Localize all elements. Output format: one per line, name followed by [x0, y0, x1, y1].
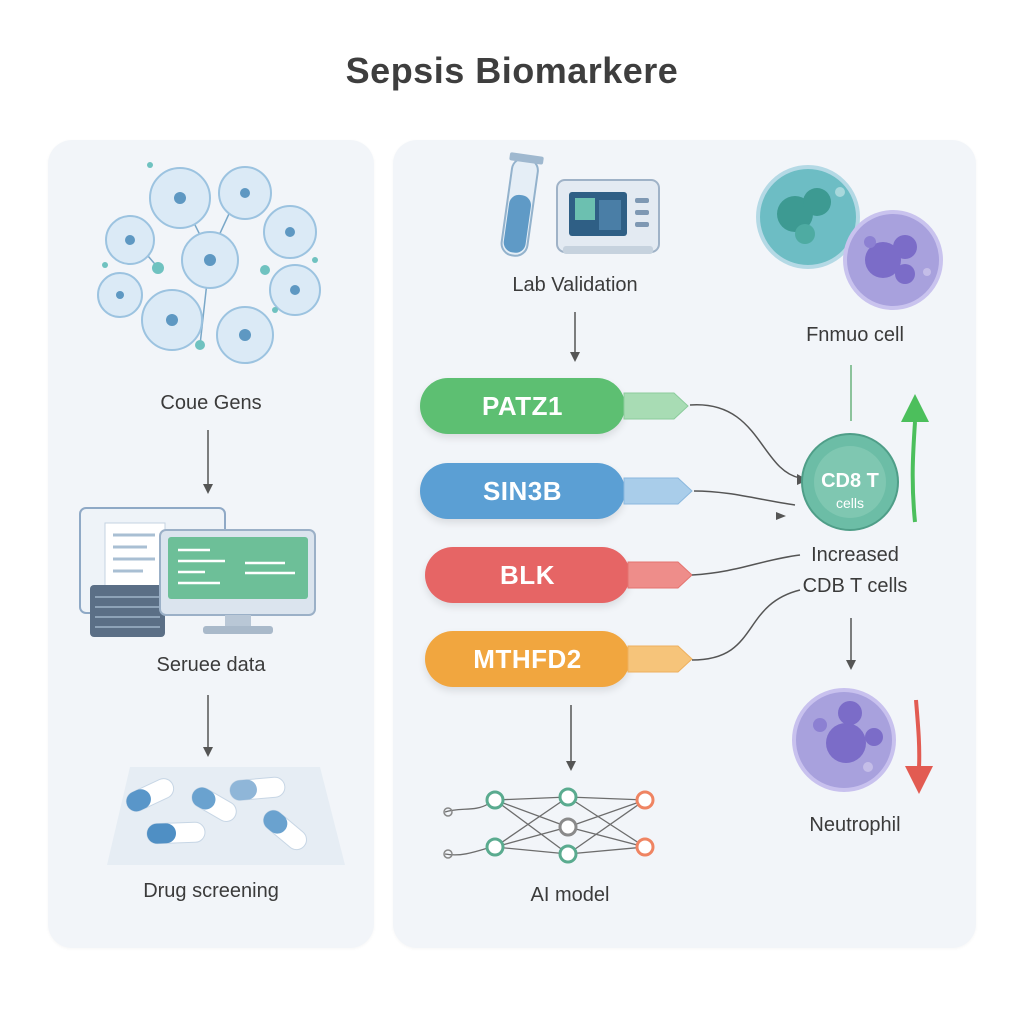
neutrophil-icon	[792, 688, 896, 792]
pill-pointer-icon	[627, 645, 693, 673]
gene-pill-patz1: PATZ1	[420, 378, 625, 434]
increase-arrow-icon	[901, 394, 929, 523]
neural-network-icon	[443, 787, 655, 864]
cd8-cell-text: CD8 T	[821, 470, 879, 492]
computer-icon	[79, 507, 316, 637]
step-drug-screening-label: Drug screening	[143, 880, 279, 902]
immune-cells-icon	[756, 165, 943, 310]
cell-cluster-icon	[97, 162, 321, 364]
pill-pointer-icon	[627, 561, 693, 589]
gene-pill-mthfd2: MTHFD2	[425, 631, 630, 687]
ai-model-label: AI model	[530, 884, 610, 906]
cd8-cell-subtext: cells	[835, 495, 864, 511]
connector-line	[850, 365, 852, 421]
step-source-data-label: Seruee data	[156, 654, 266, 676]
gene-pill-blk: BLK	[425, 547, 630, 603]
pill-pointer-icon	[623, 477, 693, 505]
neutrophil-label: Neutrophil	[809, 814, 901, 836]
step-core-genes-label: Coue Gens	[160, 392, 262, 414]
page-title: Sepsis Biomarkere	[345, 50, 679, 91]
increased-label-line2: CDB T cells	[802, 575, 908, 597]
capsules-icon	[107, 767, 345, 865]
cd8-cell-icon	[801, 433, 899, 531]
lab-device-icon	[500, 152, 660, 257]
lab-validation-label: Lab Validation	[512, 274, 638, 296]
arrow-down-icon	[203, 695, 213, 757]
arrow-down-icon	[846, 618, 856, 670]
decrease-arrow-icon	[905, 699, 933, 794]
arrow-down-icon	[203, 430, 213, 494]
pill-pointer-icon	[623, 392, 689, 420]
arrow-down-icon	[566, 705, 576, 771]
arrow-down-icon	[570, 312, 580, 362]
immune-cell-label: Fnmuo cell	[806, 324, 904, 346]
gene-pill-sin3b: SIN3B	[420, 463, 625, 519]
increased-label-line1: Increased	[811, 544, 899, 566]
